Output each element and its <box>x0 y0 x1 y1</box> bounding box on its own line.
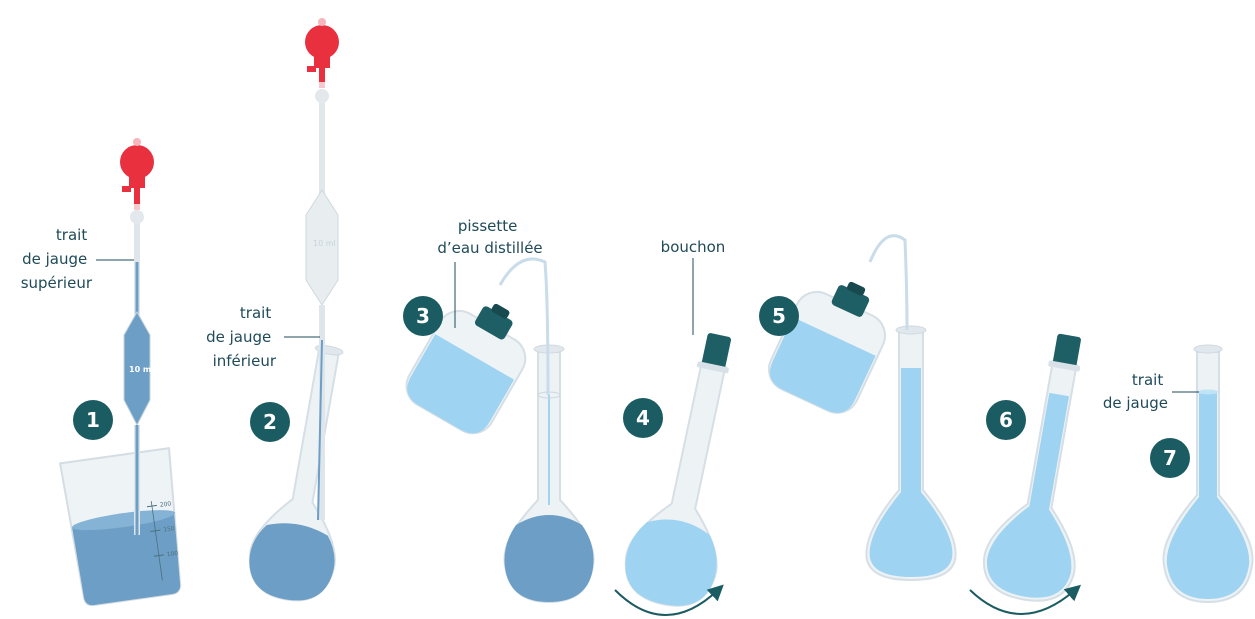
pipette-bulb-2 <box>305 25 339 59</box>
pipette-bulb <box>120 145 154 179</box>
volumetric-flask-2 <box>243 339 372 607</box>
lower-mark-label: trait de jauge inférieur <box>206 304 277 370</box>
step-number-3: 3 <box>416 304 430 328</box>
step5-group: 5 <box>759 236 956 580</box>
step-number-5: 5 <box>772 304 786 328</box>
step-number-6: 6 <box>999 408 1013 432</box>
beaker: 200 150 100 <box>60 448 189 607</box>
pipette-volume-label: 10 ml <box>129 365 154 374</box>
upper-mark-label: trait de jauge supérieur <box>21 226 93 292</box>
step-number-2: 2 <box>263 410 277 434</box>
volumetric-flask-5 <box>866 326 955 580</box>
mark-label: trait de jauge <box>1103 371 1168 412</box>
step3-group: pissette d’eau distillée 3 <box>399 217 594 602</box>
step-number-4: 4 <box>636 406 650 430</box>
volumetric-flask-4 <box>618 326 764 614</box>
stopper-label: bouchon <box>661 238 726 256</box>
step-number-1: 1 <box>86 408 100 432</box>
step-number-7: 7 <box>1163 446 1177 470</box>
step6-group: 6 <box>970 328 1114 614</box>
pipette-volume-label-2: 10 ml <box>313 239 336 248</box>
wash-bottle-label: pissette d’eau distillée <box>437 217 542 257</box>
step7-group: trait de jauge 7 <box>1103 345 1253 602</box>
step4-group: bouchon 4 <box>615 238 764 615</box>
wash-bottle-nozzle-5 <box>870 236 907 330</box>
volumetric-flask-6 <box>978 328 1114 608</box>
wash-bottle-5 <box>762 265 902 420</box>
step2-group: 10 ml trait de jauge inférieur 2 <box>206 18 372 607</box>
step1-group: 200 150 100 10 ml trait de jauge supér <box>21 138 190 607</box>
